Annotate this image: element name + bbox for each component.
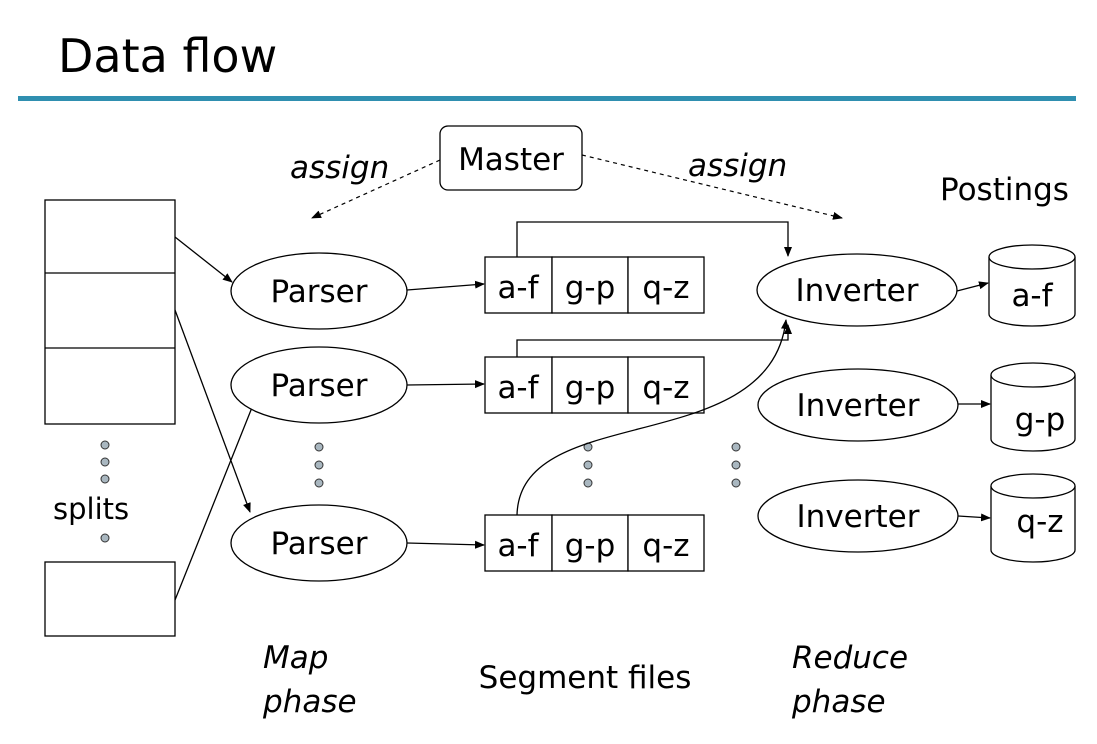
ellipsis-dot (731, 460, 741, 470)
segment-files-label: Segment files (479, 660, 692, 696)
segment-cell (627, 256, 705, 314)
segment-label: a-f (497, 270, 539, 306)
master-box (439, 125, 583, 191)
parser-label: Parser (270, 274, 367, 310)
segment-label: g-p (565, 528, 616, 564)
page-title: Data flow (58, 29, 277, 83)
split-arrow (174, 399, 256, 601)
parser-label: Parser (270, 526, 367, 562)
split-box-last (44, 561, 176, 637)
ellipsis-dot (100, 457, 110, 467)
inverter-label: Inverter (797, 499, 920, 535)
inverter-arrow (957, 513, 991, 522)
segment-cell (627, 356, 705, 414)
inverter-node (756, 253, 958, 327)
af-partition-arrow (516, 319, 789, 516)
inverter-label: Inverter (796, 273, 919, 309)
title-rule (18, 96, 1076, 101)
segment-label: q-z (642, 528, 689, 564)
segment-cell (627, 514, 705, 572)
postings-file-label: q-z (1016, 504, 1063, 540)
af-partition-arrow (516, 324, 792, 357)
af-partition-arrow (516, 221, 792, 257)
postings-cylinder (990, 362, 1076, 452)
segment-cell (484, 514, 553, 572)
segment-label: g-p (565, 370, 616, 406)
splits-label: splits (53, 492, 129, 526)
parser-node (230, 252, 408, 330)
parser-arrow (406, 540, 485, 549)
split-arrow (174, 236, 233, 283)
postings-cylinder (990, 473, 1076, 563)
ellipsis-dot (731, 478, 741, 488)
split-arrow (174, 309, 251, 513)
parser-arrow (406, 380, 485, 389)
ellipsis-dot (100, 440, 110, 450)
segment-cell (551, 514, 629, 572)
ellipsis-dot (314, 442, 324, 452)
postings-file-label: a-f (1011, 278, 1053, 314)
parser-label: Parser (270, 368, 367, 404)
inverter-label: Inverter (797, 388, 920, 424)
segment-label: a-f (497, 370, 539, 406)
master-label: Master (458, 142, 564, 178)
assign-right-label: assign (688, 148, 787, 184)
assign-left-label: assign (290, 150, 389, 186)
postings-cylinder (988, 244, 1076, 327)
segment-label: a-f (497, 528, 539, 564)
parser-arrow (406, 280, 485, 291)
inverter-node (757, 368, 959, 442)
ellipsis-dot (583, 478, 593, 488)
ellipsis-dot (731, 442, 741, 452)
ellipsis-dot (314, 460, 324, 470)
segment-label: q-z (642, 270, 689, 306)
ellipsis-dot (100, 474, 110, 484)
ellipsis-dot (314, 478, 324, 488)
postings-label: Postings (940, 172, 1069, 208)
inverter-arrow (956, 281, 989, 292)
map-phase-label-line2: phase (262, 684, 357, 720)
segment-label: g-p (565, 270, 616, 306)
reduce-phase-label-line2: phase (791, 684, 886, 720)
postings-file-label: g-p (1015, 402, 1066, 438)
ellipsis-dot (100, 533, 110, 543)
reduce-phase-label-line1: Reduce (792, 640, 908, 676)
splits-stack (44, 199, 176, 425)
map-phase-label-line1: Map (263, 640, 328, 676)
ellipsis-dot (583, 460, 593, 470)
segment-label: q-z (642, 370, 689, 406)
